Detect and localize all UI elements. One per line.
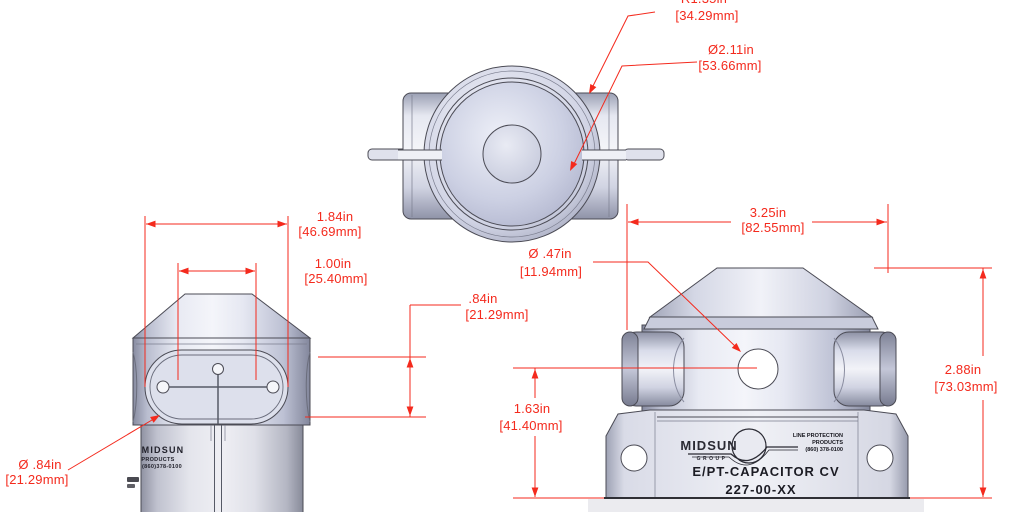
mount-hole-left	[620, 444, 648, 472]
dim-side-width: 3.25in [82.55mm]	[626, 204, 889, 330]
mount-hole-right	[866, 444, 894, 472]
dim-side-hole-dia-in: Ø .47in	[528, 246, 571, 261]
dim-front-slot-dia-mm: [21.29mm]	[5, 472, 68, 487]
dim-front-inner-width-mm: [25.40mm]	[304, 271, 367, 286]
top-view	[367, 65, 665, 243]
dimensions: R1.35in [34.29mm] Ø2.11in [53.66mm] 1.84…	[5, 0, 997, 499]
dim-side-hole-dia-mm: [11.94mm]	[520, 264, 582, 279]
dim-front-slot-dia-in: Ø .84in	[18, 457, 61, 472]
center-hole	[737, 348, 779, 390]
dim-side-hole-height-in: 1.63in	[514, 401, 551, 416]
side-shoulder-band	[643, 316, 879, 330]
front-view: MIDSUN PRODUCTS (860)378-0100	[127, 293, 312, 512]
clamp-tab-right	[623, 148, 665, 161]
cylinder-label-line2: PRODUCTS	[141, 457, 174, 463]
dim-top-diameter-mm: [53.66mm]	[698, 58, 761, 73]
nameplate-contact-line1: LINE PROTECTION	[793, 433, 843, 439]
nameplate-part-number: 227-00-XX	[725, 482, 796, 497]
dim-top-radius-mm: [34.29mm]	[675, 8, 738, 23]
slot-hole-left	[156, 380, 170, 394]
nameplate-window	[731, 428, 767, 464]
side-boss-left	[621, 331, 685, 407]
slot-hole-right	[266, 380, 280, 394]
dim-front-inner-width: 1.00in [25.40mm]	[177, 256, 367, 380]
dim-top-radius: R1.35in [34.29mm]	[585, 0, 738, 96]
nameplate-contact-line2: PRODUCTS	[812, 440, 843, 446]
dim-front-slot-dia: Ø .84in [21.29mm]	[5, 412, 162, 487]
nameplate-contact-line3: (860) 378-0100	[805, 447, 843, 453]
dim-front-slot-height: .84in [21.29mm]	[305, 291, 528, 418]
dim-front-inner-width-in: 1.00in	[315, 256, 352, 271]
dim-side-width-mm: [82.55mm]	[741, 220, 804, 235]
dim-side-height: 2.88in [73.03mm]	[874, 267, 997, 499]
side-cone-top	[648, 267, 874, 318]
nameplate-product: E/PT-CAPACITOR CV	[692, 464, 839, 479]
cylinder-label-line1: MIDSUN	[142, 445, 185, 455]
dim-side-height-mm: [73.03mm]	[934, 379, 997, 394]
dim-front-width-in: 1.84in	[317, 209, 354, 224]
dim-side-hole-height-mm: [41.40mm]	[499, 418, 562, 433]
dim-side-height-in: 2.88in	[945, 362, 982, 377]
ground-shadow	[588, 499, 924, 512]
nameplate: MIDSUN GROUP LINE PROTECTION PRODUCTS (8…	[680, 428, 843, 497]
nameplate-brand: MIDSUN	[680, 438, 737, 453]
dim-side-width-in: 3.25in	[750, 205, 787, 220]
nameplate-brand-sub: GROUP	[697, 456, 728, 462]
dim-front-width: 1.84in [46.69mm]	[144, 209, 361, 387]
dim-top-diameter-in: Ø2.11in	[708, 42, 754, 57]
dim-top-radius-in: R1.35in	[681, 0, 727, 6]
dim-front-slot-height-mm: [21.29mm]	[465, 307, 528, 322]
front-chamfer-top	[131, 293, 312, 339]
center-boss	[482, 124, 542, 184]
dim-top-diameter: Ø2.11in [53.66mm]	[566, 42, 761, 173]
slot-hole-top	[212, 363, 224, 375]
dim-side-hole-dia: Ø .47in [11.94mm]	[520, 246, 744, 355]
cylinder-label-line3: (860)378-0100	[142, 464, 182, 470]
side-boss-right	[833, 331, 897, 407]
dim-front-width-mm: [46.69mm]	[298, 224, 361, 239]
dim-side-hole-height: 1.63in [41.40mm]	[499, 367, 757, 499]
dim-front-slot-height-in: .84in	[468, 291, 497, 306]
side-view: MIDSUN GROUP LINE PROTECTION PRODUCTS (8…	[588, 267, 924, 512]
